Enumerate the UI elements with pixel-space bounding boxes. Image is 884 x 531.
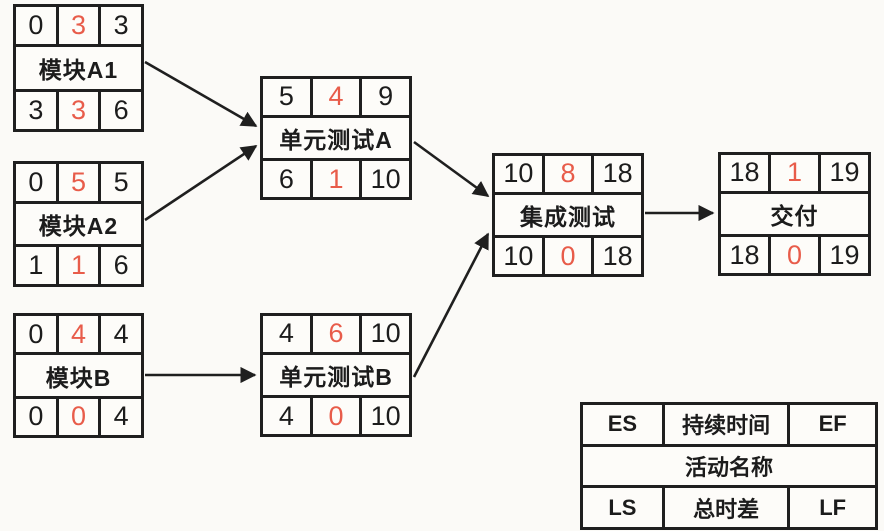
ef-cell: 9 [362, 79, 410, 115]
node-module-b: 0 4 4 模块B 0 0 4 [13, 313, 144, 438]
ef-cell: 19 [821, 155, 868, 191]
legend-es-label: ES [583, 405, 662, 444]
lf-cell: 10 [362, 161, 410, 197]
node-module-a2: 0 5 5 模块A2 1 1 6 [13, 161, 144, 287]
activity-name: 单元测试B [263, 354, 409, 396]
node-delivery: 18 1 19 交付 18 0 19 [718, 152, 871, 276]
activity-name: 模块A1 [16, 47, 141, 89]
node-unit-test-a: 5 4 9 单元测试A 6 1 10 [260, 76, 412, 200]
node-integration-test: 10 8 18 集成测试 10 0 18 [492, 153, 644, 277]
ef-cell: 5 [101, 164, 142, 201]
legend-float-label: 总时差 [664, 488, 788, 528]
activity-name: 模块A2 [16, 203, 141, 245]
es-cell: 4 [263, 316, 310, 352]
activity-name: 交付 [721, 193, 868, 235]
ef-cell: 3 [101, 7, 142, 45]
legend: ES 持续时间 EF 活动名称 LS 总时差 LF [580, 402, 878, 530]
total-float-cell: 0 [312, 398, 360, 434]
legend-ef-label: EF [790, 405, 875, 444]
es-cell: 0 [16, 7, 56, 45]
activity-name: 模块B [16, 355, 141, 396]
legend-activity-name-label: 活动名称 [583, 446, 875, 486]
duration-cell: 4 [58, 316, 99, 353]
legend-ls-label: LS [583, 488, 662, 528]
lf-cell: 18 [594, 238, 642, 274]
lf-cell: 19 [821, 237, 868, 273]
ls-cell: 10 [495, 238, 542, 274]
arrow-unit-test-a-to-integration [413, 140, 490, 198]
ls-cell: 4 [263, 398, 310, 434]
activity-name: 集成测试 [495, 194, 641, 236]
activity-name: 单元测试A [263, 117, 409, 159]
lf-cell: 10 [362, 398, 410, 434]
ef-cell: 18 [594, 156, 642, 192]
duration-cell: 5 [58, 164, 99, 201]
arrow-module-a2-to-unit-test-a [144, 144, 258, 222]
duration-cell: 6 [312, 316, 360, 352]
lf-cell: 4 [101, 398, 142, 435]
ef-cell: 10 [362, 316, 410, 352]
es-cell: 0 [16, 164, 56, 201]
lf-cell: 6 [101, 91, 142, 129]
duration-cell: 3 [58, 7, 99, 45]
duration-cell: 4 [312, 79, 360, 115]
duration-cell: 1 [771, 155, 818, 191]
arrow-unit-test-b-to-integration [412, 232, 490, 378]
arrow-module-a1-to-unit-test-a [144, 60, 258, 128]
ls-cell: 18 [721, 237, 768, 273]
node-unit-test-b: 4 6 10 单元测试B 4 0 10 [260, 313, 412, 437]
total-float-cell: 0 [771, 237, 818, 273]
ls-cell: 1 [16, 247, 56, 284]
total-float-cell: 0 [544, 238, 592, 274]
es-cell: 10 [495, 156, 542, 192]
ls-cell: 0 [16, 398, 56, 435]
es-cell: 0 [16, 316, 56, 353]
total-float-cell: 0 [58, 398, 99, 435]
node-module-a1: 0 3 3 模块A1 3 3 6 [13, 4, 144, 132]
ef-cell: 4 [101, 316, 142, 353]
total-float-cell: 3 [58, 91, 99, 129]
total-float-cell: 1 [312, 161, 360, 197]
total-float-cell: 1 [58, 247, 99, 284]
es-cell: 18 [721, 155, 768, 191]
ls-cell: 6 [263, 161, 310, 197]
legend-lf-label: LF [790, 488, 875, 528]
lf-cell: 6 [101, 247, 142, 284]
es-cell: 5 [263, 79, 310, 115]
legend-duration-label: 持续时间 [664, 405, 788, 444]
ls-cell: 3 [16, 91, 56, 129]
duration-cell: 8 [544, 156, 592, 192]
